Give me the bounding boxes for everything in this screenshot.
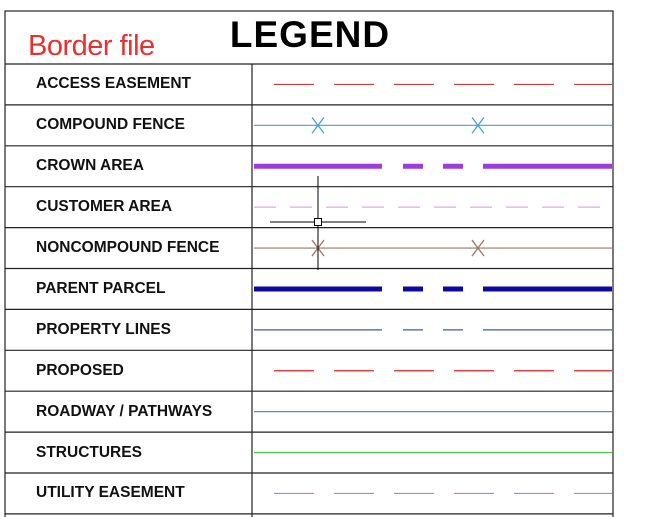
legend-title: LEGEND: [229, 14, 391, 55]
crosshair-pickbox: [314, 218, 322, 226]
legend-row-label: STRUCTURES: [36, 443, 142, 461]
legend-row-label: COMPOUND FENCE: [36, 116, 185, 134]
legend-row-label: CROWN AREA: [36, 157, 144, 175]
legend-row-label: ACCESS EASEMENT: [36, 75, 192, 93]
legend-row-label: ROADWAY / PATHWAYS: [36, 402, 213, 420]
x-mark: [311, 116, 325, 134]
legend-row-label: PARENT PARCEL: [36, 279, 166, 297]
border-file-badge: Border file: [28, 30, 155, 62]
legend-row-label: NONCOMPOUND FENCE: [36, 239, 220, 257]
legend-row-label: PROPERTY LINES: [36, 320, 171, 338]
x-mark: [471, 116, 485, 134]
legend-row-label: UTILITY EASEMENT: [36, 484, 185, 502]
legend-row-label: PROPOSED: [36, 361, 124, 379]
table-frame: [4, 10, 614, 517]
legend-row-label: CUSTOMER AREA: [36, 198, 173, 216]
x-mark: [471, 239, 485, 257]
